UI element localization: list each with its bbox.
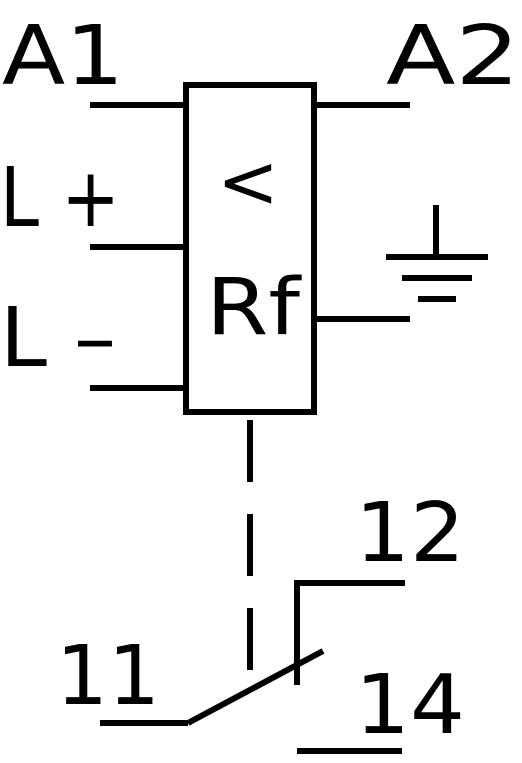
contact-label-nc: 12 xyxy=(355,486,465,581)
ground-icon xyxy=(386,205,488,302)
changeover-contact xyxy=(100,580,405,754)
contact-label-no: 14 xyxy=(355,658,465,753)
terminal-label-a1: A1 xyxy=(2,9,124,104)
relay-box xyxy=(183,82,317,415)
contact-nc-lead xyxy=(294,580,405,685)
terminal-label-l-minus: L – xyxy=(0,291,116,386)
relay-symbol: < xyxy=(217,139,279,225)
relay-label: Rf xyxy=(206,263,302,353)
terminal-label-l-plus: L + xyxy=(0,151,120,246)
contact-label-common: 11 xyxy=(56,629,160,724)
terminal-label-a2: A2 xyxy=(386,9,520,104)
contact-blade xyxy=(186,648,325,726)
